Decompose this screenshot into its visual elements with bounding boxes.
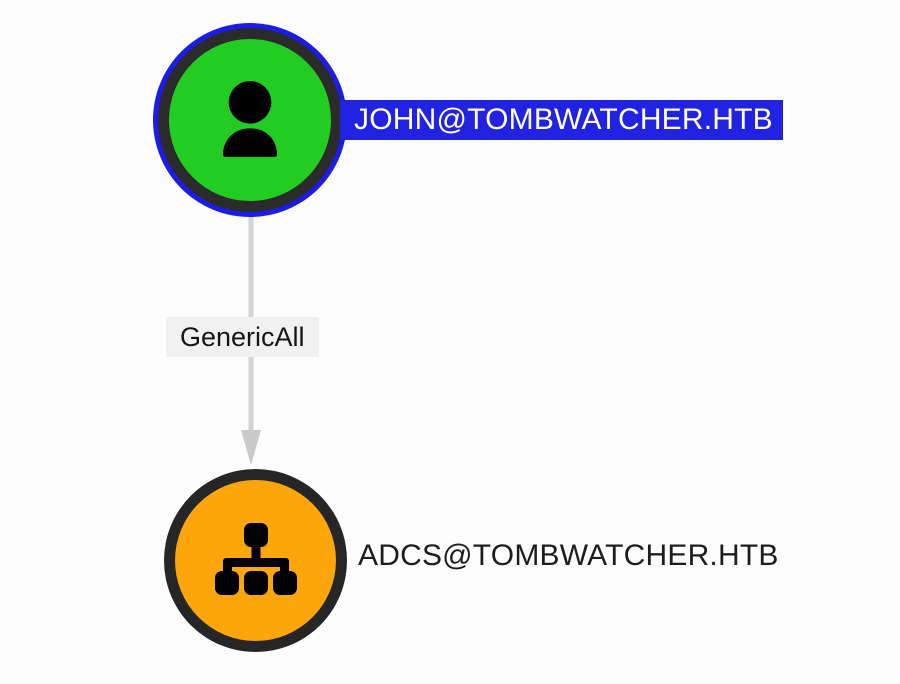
node-label-john[interactable]: JOHN@TOMBWATCHER.HTB (340, 100, 783, 140)
node-label-adcs[interactable]: ADCS@TOMBWATCHER.HTB (358, 539, 779, 572)
node-body (175, 480, 336, 641)
node-body (169, 39, 331, 201)
edge-label-genericall[interactable]: GenericAll (166, 317, 319, 357)
node-ring (158, 28, 342, 212)
user-icon (222, 81, 278, 157)
edge-arrowhead (241, 430, 261, 465)
sitemap-icon (214, 522, 297, 595)
graph-node-user-john[interactable] (153, 23, 347, 217)
graph-node-adcs[interactable] (164, 469, 347, 652)
